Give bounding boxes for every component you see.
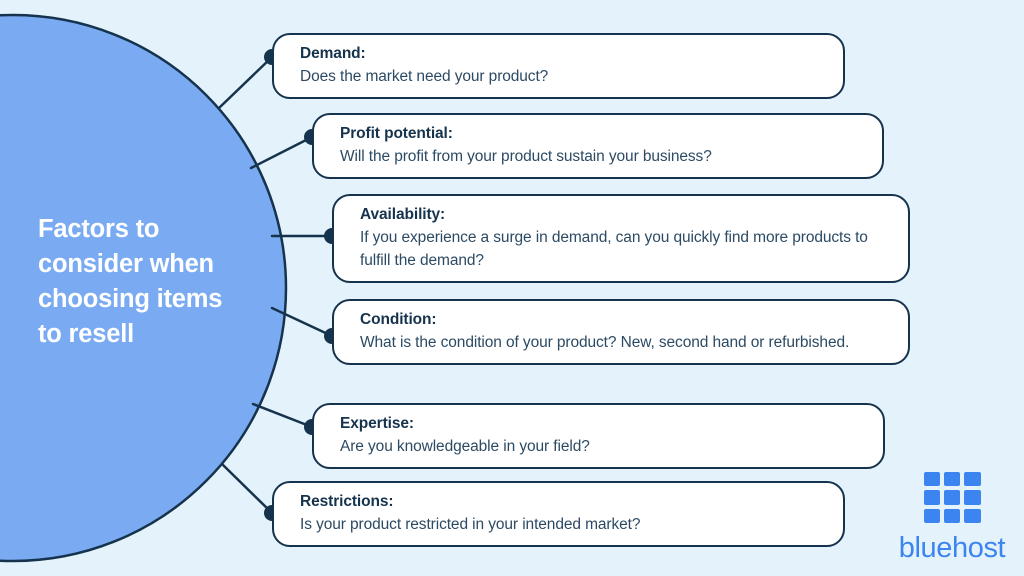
logo-cell	[923, 472, 940, 487]
factor-card-profit-potential[interactable]: Profit potential: Will the profit from y…	[312, 113, 884, 179]
factor-description-profit-potential: Will the profit from your product sustai…	[340, 148, 712, 165]
center-circle-title: Factors to consider when choosing items …	[38, 215, 223, 348]
bluehost-logo[interactable]: bluehost	[893, 472, 1011, 564]
factor-title-expertise: Expertise:	[340, 415, 414, 432]
logo-cell	[943, 508, 961, 523]
factor-title-condition: Condition:	[360, 311, 437, 328]
connector-line-demand	[217, 55, 274, 110]
factor-card-availability[interactable]: Availability: If you experience a surge …	[332, 194, 910, 283]
factor-card-condition[interactable]: Condition: What is the condition of your…	[332, 299, 910, 365]
bluehost-wordmark: bluehost	[898, 532, 1006, 564]
logo-cell	[964, 472, 981, 487]
factor-description-demand: Does the market need your product?	[300, 68, 549, 85]
factor-description-availability: If you experience a surge in demand, can…	[360, 229, 868, 269]
logo-cell	[943, 472, 961, 487]
connector-line-profit	[249, 135, 314, 170]
logo-cell	[943, 490, 961, 505]
factor-title-profit-potential: Profit potential:	[340, 125, 453, 142]
factor-title-restrictions: Restrictions:	[300, 493, 394, 510]
connector-line-condition	[270, 306, 334, 338]
factor-card-demand[interactable]: Demand: Does the market need your produc…	[272, 33, 845, 99]
factor-description-expertise: Are you knowledgeable in your field?	[340, 438, 590, 455]
factor-card-restrictions[interactable]: Restrictions: Is your product restricted…	[272, 481, 845, 547]
factor-description-condition: What is the condition of your product? N…	[360, 334, 850, 351]
factor-card-expertise[interactable]: Expertise: Are you knowledgeable in your…	[312, 403, 885, 469]
logo-cell	[923, 490, 940, 505]
factor-description-restrictions: Is your product restricted in your inten…	[300, 516, 641, 533]
connector-line-restrictions	[220, 462, 274, 515]
logo-cell	[964, 508, 981, 523]
factor-title-availability: Availability:	[360, 206, 446, 223]
center-circle	[0, 13, 288, 563]
connector-line-expertise	[251, 402, 314, 429]
bluehost-grid-icon	[923, 472, 981, 523]
logo-cell	[923, 508, 940, 523]
factor-title-demand: Demand:	[300, 45, 366, 62]
logo-cell	[964, 490, 981, 505]
